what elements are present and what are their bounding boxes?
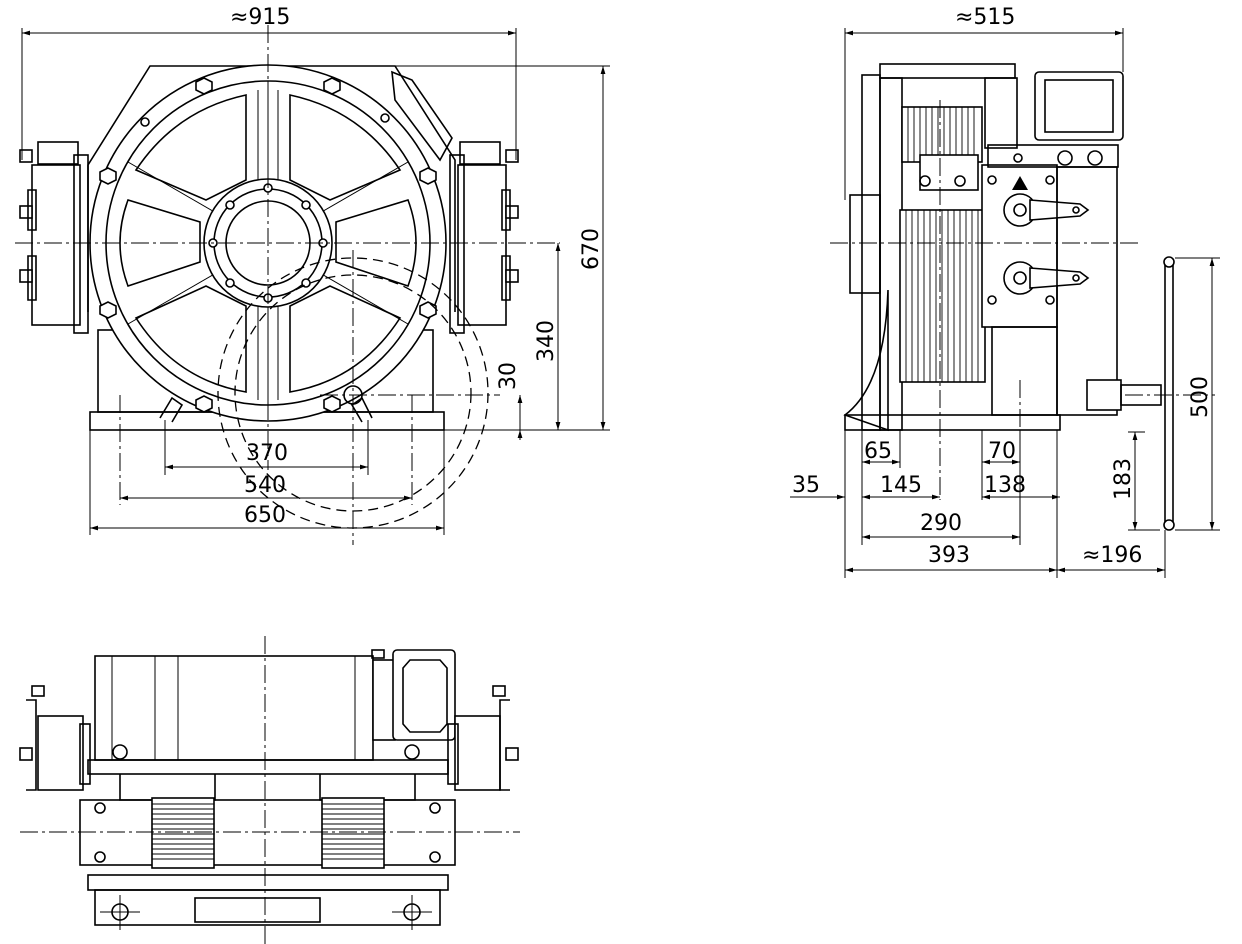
side-sheave-main bbox=[899, 209, 986, 383]
brake-release-lever-bottom bbox=[1003, 261, 1090, 295]
side-sheave-top bbox=[901, 106, 983, 163]
side-base bbox=[844, 414, 1061, 431]
dim-side-35: 35 bbox=[792, 473, 820, 498]
dim-side-290: 290 bbox=[920, 511, 962, 536]
top-sheave-left-grooves bbox=[152, 803, 214, 860]
side-terminal-box bbox=[1034, 71, 1124, 141]
side-frame-post bbox=[879, 77, 903, 431]
top-brake-left bbox=[19, 685, 91, 791]
top-terminal-box bbox=[392, 649, 456, 741]
front-foot-left bbox=[159, 396, 184, 423]
top-sheave-left bbox=[151, 797, 215, 869]
dim-front-650: 650 bbox=[244, 503, 286, 528]
wheel-windows bbox=[119, 94, 417, 393]
top-view bbox=[19, 636, 520, 944]
dim-side-138: 138 bbox=[984, 473, 1026, 498]
top-terminal-lid bbox=[402, 659, 448, 733]
dim-side-393: 393 bbox=[928, 543, 970, 568]
front-view bbox=[15, 25, 560, 545]
side-top-frame bbox=[879, 63, 1016, 79]
top-foot-plate bbox=[194, 897, 321, 923]
side-sheave-main-grooves bbox=[905, 210, 979, 382]
top-base-holes bbox=[100, 744, 432, 930]
dim-side-183: 183 bbox=[1111, 458, 1136, 500]
dim-front-540: 540 bbox=[244, 473, 286, 498]
dim-side-500: 500 bbox=[1188, 376, 1213, 418]
top-motor-body bbox=[94, 655, 374, 761]
dim-front-center: 340 bbox=[534, 320, 559, 362]
front-dimensions: ≈915 670 340 30 370 540 650 bbox=[21, 5, 610, 535]
top-base-rail bbox=[87, 874, 449, 891]
dim-side-width: ≈515 bbox=[955, 5, 1015, 30]
side-panel-bolts bbox=[987, 153, 1055, 305]
side-terminal-box-lid bbox=[1044, 79, 1114, 133]
side-view bbox=[830, 63, 1215, 531]
dim-front-width: ≈915 bbox=[230, 5, 290, 30]
front-terminal-box bbox=[391, 70, 453, 162]
dim-side-196: ≈196 bbox=[1082, 543, 1142, 568]
dim-front-370: 370 bbox=[246, 441, 288, 466]
dim-front-height: 670 bbox=[579, 228, 604, 270]
side-back-plate bbox=[861, 74, 881, 431]
top-sheave-right bbox=[321, 797, 385, 869]
housing-bolts bbox=[99, 77, 437, 413]
side-dimensions: ≈515 65 70 35 145 138 290 393 ≈196 183 5… bbox=[790, 5, 1220, 578]
hub-bolts bbox=[208, 183, 328, 303]
side-encoder bbox=[1086, 379, 1122, 411]
top-brake-right bbox=[447, 685, 519, 791]
top-base-plate bbox=[94, 889, 441, 926]
brake-left bbox=[19, 141, 89, 334]
top-sheave-right-grooves bbox=[322, 803, 384, 860]
top-frame-rail bbox=[87, 759, 449, 775]
top-frame-bolts bbox=[94, 802, 441, 863]
side-motor-top bbox=[984, 77, 1018, 149]
side-shaft-end bbox=[849, 194, 881, 294]
front-foot-right bbox=[350, 396, 373, 423]
brake-release-lever-top bbox=[1003, 193, 1090, 227]
side-right-body bbox=[1056, 166, 1118, 416]
dim-side-65: 65 bbox=[864, 439, 892, 464]
dim-side-70: 70 bbox=[988, 439, 1016, 464]
side-sheave-top-grooves bbox=[907, 107, 975, 162]
warning-triangle-icon bbox=[1012, 176, 1028, 190]
top-terminal-neck bbox=[372, 659, 396, 741]
side-lower-body bbox=[991, 326, 1058, 416]
dim-side-145: 145 bbox=[880, 473, 922, 498]
dim-front-offset: 30 bbox=[496, 362, 521, 390]
side-foot-gusset bbox=[843, 289, 889, 432]
side-brake-top-strip bbox=[987, 144, 1119, 168]
brake-right bbox=[449, 141, 519, 334]
